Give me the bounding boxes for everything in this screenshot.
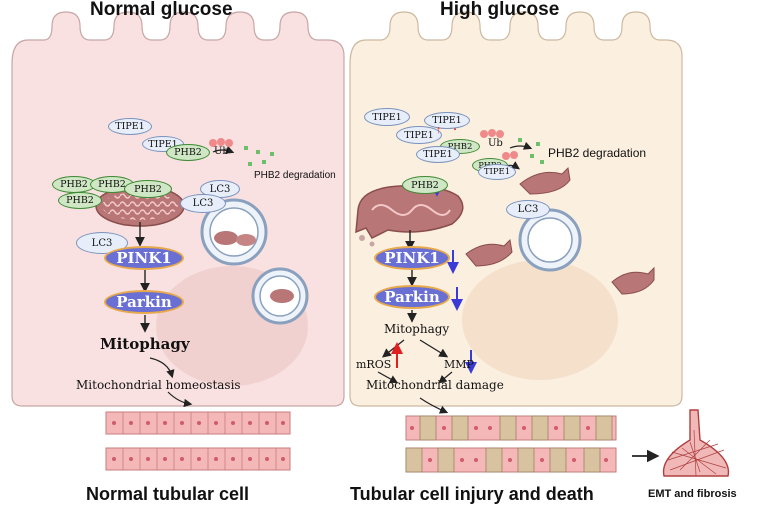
ub-label-hg: Ub bbox=[488, 138, 503, 149]
tipe1-hg-1: TIPE1 bbox=[364, 108, 410, 126]
left-title: Normal glucose bbox=[90, 0, 233, 20]
high-glucose-nucleus bbox=[462, 260, 618, 380]
fibrosis-mesh bbox=[662, 409, 730, 477]
phb2-mito-hg: PHB2 bbox=[402, 176, 448, 194]
parkin-enzyme: Parkin bbox=[104, 290, 184, 314]
phb2-mito-3: PHB2 bbox=[58, 192, 102, 209]
right-title: High glucose bbox=[440, 0, 560, 20]
tipe1-hg-2: TIPE1 bbox=[424, 112, 470, 129]
phb2-degradation-hg: PHB2 degradation bbox=[548, 146, 647, 160]
mros-label: mROS bbox=[356, 358, 392, 371]
left-footer: Normal tubular cell bbox=[86, 484, 250, 504]
ub-label: Ub bbox=[214, 146, 229, 157]
phb2-mito-4: PHB2 bbox=[124, 180, 172, 198]
mitochondrial-fragments bbox=[465, 166, 655, 295]
normal-tissue bbox=[105, 411, 291, 471]
mitophagy-label: Mitophagy bbox=[100, 335, 190, 353]
emt-label: EMT and fibrosis bbox=[648, 488, 737, 500]
tipe1-hg-3: TIPE1 bbox=[416, 146, 460, 163]
mitophagy-label-hg: Mitophagy bbox=[384, 322, 450, 336]
parkin-enzyme-hg: Parkin bbox=[374, 285, 450, 309]
pink1-enzyme-hg: PINK1 bbox=[374, 246, 450, 270]
mmp-label: MMP bbox=[444, 358, 474, 371]
damaged-mitochondrion bbox=[355, 184, 464, 247]
phb2-bound: PHB2 bbox=[166, 144, 210, 161]
autophagosome-2 bbox=[251, 267, 309, 325]
empty-autophagosome bbox=[518, 208, 582, 272]
tipe1-protein: TIPE1 bbox=[108, 118, 152, 135]
tipe1-up-arrow: ↑ bbox=[436, 124, 442, 136]
lc3-protein-hg: LC3 bbox=[506, 200, 550, 219]
tipe1-hg-up: TIPE1 bbox=[396, 126, 442, 144]
homeostasis-label: Mitochondrial homeostasis bbox=[76, 378, 241, 392]
pink1-enzyme: PINK1 bbox=[104, 246, 184, 270]
right-footer: Tubular cell injury and death bbox=[350, 484, 594, 504]
tipe1-hg-4: TIPE1 bbox=[478, 164, 516, 180]
autophagosome-1 bbox=[200, 198, 268, 266]
phb2-degradation-label: PHB2 degradation bbox=[254, 170, 336, 181]
injured-tissue bbox=[405, 415, 617, 473]
damage-label: Mitochondrial damage bbox=[366, 378, 504, 392]
lc3-protein-2: LC3 bbox=[180, 194, 226, 213]
